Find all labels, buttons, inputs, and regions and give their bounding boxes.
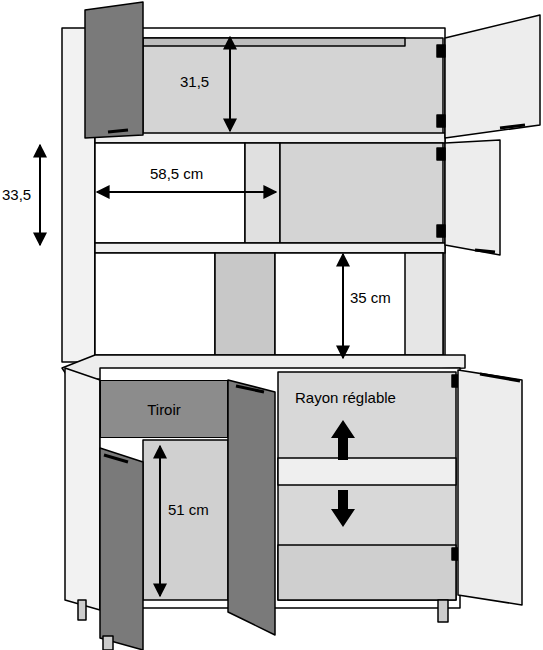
dimension-label: 31,5 [180,74,209,91]
dimension-label: 33,5 [2,187,31,204]
dimension-label: 35 cm [350,290,391,307]
dimension-label: 51 cm [168,502,209,519]
drawer-label: Tiroir [147,401,181,418]
dimension-label: Rayon réglable [295,390,396,407]
dimension-label: 58,5 cm [150,166,203,183]
drawer-front: Tiroir [100,380,228,438]
